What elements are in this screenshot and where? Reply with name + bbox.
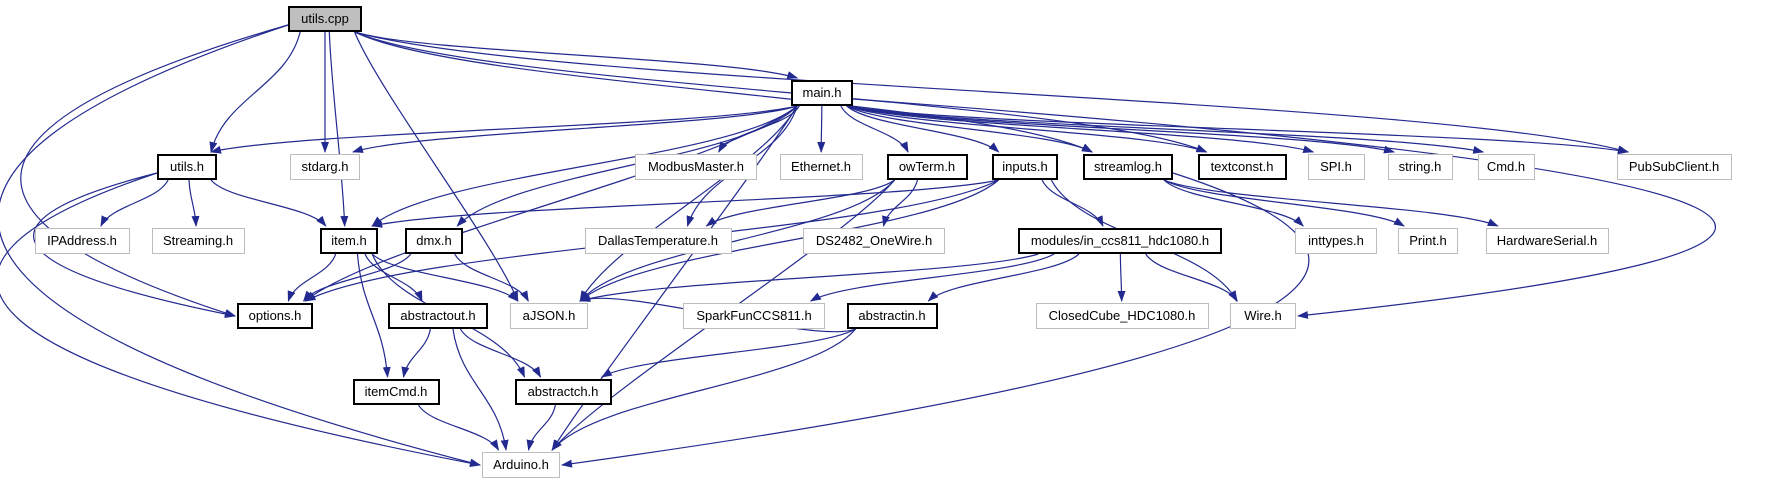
node-cmd-h: Cmd.h: [1477, 154, 1535, 180]
include-edge: [927, 253, 1080, 302]
node-modules-in-ccs811-hdc1080-h[interactable]: modules/in_ccs811_hdc1080.h: [1018, 228, 1222, 254]
include-edge: [371, 105, 798, 227]
include-edge: [579, 179, 999, 302]
node-utils-cpp[interactable]: utils.cpp: [288, 6, 362, 32]
include-edge: [1145, 253, 1238, 302]
include-edge: [210, 105, 798, 154]
include-edge: [354, 31, 799, 79]
include-edge: [882, 179, 919, 227]
include-edge: [456, 105, 798, 227]
include-edge: [354, 31, 519, 302]
include-edge: [526, 404, 557, 451]
node-streaming-h: Streaming.h: [151, 228, 245, 254]
node-ethernet-h: Ethernet.h: [779, 154, 863, 180]
include-edge: [1163, 179, 1499, 227]
include-edge: [356, 253, 391, 378]
include-edge: [846, 105, 1208, 153]
include-edge: [817, 105, 826, 153]
node-abstractout-h[interactable]: abstractout.h: [388, 303, 488, 329]
node-utils-h[interactable]: utils.h: [157, 154, 217, 180]
node-closedcube-hdc1080-h: ClosedCube_HDC1080.h: [1035, 303, 1209, 329]
node-string-h: string.h: [1387, 154, 1453, 180]
include-edge: [401, 328, 432, 378]
include-edge: [579, 179, 896, 302]
include-edge: [551, 105, 798, 451]
node-textconst-h[interactable]: textconst.h: [1197, 154, 1287, 180]
include-edge: [364, 253, 423, 302]
include-edge: [459, 328, 542, 378]
include-edge: [846, 105, 1485, 154]
include-edge: [846, 105, 1395, 154]
include-edge: [354, 31, 1629, 154]
node-itemcmd-h[interactable]: itemCmd.h: [352, 379, 440, 405]
include-edge: [303, 253, 412, 302]
include-edge: [1163, 179, 1304, 227]
node-dallastemperature-h: DallasTemperature.h: [584, 228, 732, 254]
include-edge: [354, 31, 1208, 153]
node-inputs-h[interactable]: inputs.h: [992, 154, 1058, 180]
node-ajson-h: aJSON.h: [510, 303, 588, 329]
include-edge: [209, 31, 301, 153]
node-wire-h: Wire.h: [1230, 303, 1296, 329]
node-print-h: Print.h: [1398, 228, 1458, 254]
node-spi-h: SPI.h: [1307, 154, 1365, 180]
include-edge: [371, 179, 999, 228]
node-stdarg-h: stdarg.h: [290, 154, 360, 180]
node-hardwareserial-h: HardwareSerial.h: [1485, 228, 1609, 254]
node-options-h[interactable]: options.h: [237, 303, 313, 329]
node-abstractch-h[interactable]: abstractch.h: [514, 379, 612, 405]
node-modbusmaster-h: ModbusMaster.h: [635, 154, 757, 180]
include-edge: [0, 172, 481, 468]
node-streamlog-h[interactable]: streamlog.h: [1083, 154, 1173, 180]
node-owterm-h[interactable]: owTerm.h: [886, 154, 968, 180]
include-edge: [328, 31, 349, 227]
node-dmx-h[interactable]: dmx.h: [405, 228, 463, 254]
include-edge: [20, 24, 289, 317]
include-edge: [705, 179, 895, 227]
include-edge: [371, 253, 519, 302]
node-pubsubclient-h: PubSubClient.h: [1616, 154, 1732, 180]
include-edge: [579, 105, 798, 302]
include-edge: [809, 253, 1055, 302]
node-ipaddress-h: IPAddress.h: [34, 228, 130, 254]
include-edge: [100, 179, 169, 227]
node-arduino-h: Arduino.h: [482, 452, 560, 478]
include-edge: [417, 404, 500, 451]
include-edge: [0, 24, 481, 467]
include-edge: [1117, 253, 1126, 302]
node-sparkfunccs811-h: SparkFunCCS811.h: [683, 303, 825, 329]
include-edge: [846, 105, 1315, 154]
include-edge: [210, 179, 327, 227]
include-edge: [354, 31, 1093, 153]
include-edge: [840, 105, 909, 153]
include-edge: [352, 105, 798, 153]
node-inttypes-h: inttypes.h: [1295, 228, 1377, 254]
include-edge: [188, 179, 200, 227]
include-edge: [600, 328, 856, 378]
node-main-h[interactable]: main.h: [791, 80, 853, 106]
include-edge: [452, 328, 509, 451]
include-edge: [846, 105, 1000, 153]
include-edge: [846, 105, 1093, 153]
node-ds2482-onewire-h: DS2482_OneWire.h: [803, 228, 945, 254]
include-edge: [579, 253, 1039, 302]
include-edge: [304, 105, 798, 302]
include-edge: [551, 328, 857, 451]
include-edge: [852, 98, 1716, 319]
node-item-h[interactable]: item.h: [320, 228, 378, 254]
include-edge: [1041, 179, 1104, 227]
include-edge: [846, 105, 1629, 155]
include-edge: [454, 253, 529, 302]
include-edge: [1163, 179, 1405, 227]
node-abstractin-h[interactable]: abstractin.h: [846, 303, 938, 329]
include-edge: [287, 253, 337, 302]
